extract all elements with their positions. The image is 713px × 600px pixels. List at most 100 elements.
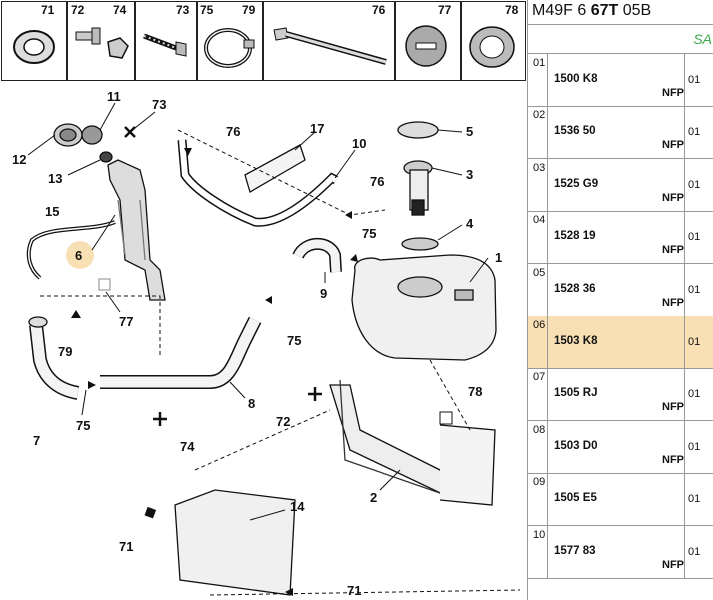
callout-75-b[interactable]: 75 (287, 333, 301, 348)
row-index: 06 (528, 316, 548, 368)
table-row[interactable]: 03 1525 G9 NFP 01 (528, 158, 713, 212)
callout-72[interactable]: 72 (276, 414, 290, 429)
column-header-row: SA (528, 24, 713, 54)
part-reference[interactable]: 1503 D0 (554, 439, 598, 452)
callout-74[interactable]: 74 (180, 439, 195, 454)
thumbnail-77[interactable]: 77 (395, 1, 461, 81)
column-divider (684, 54, 685, 106)
part-reference[interactable]: 1536 50 (554, 125, 596, 138)
callout-9[interactable]: 9 (320, 286, 327, 301)
callout-8[interactable]: 8 (248, 396, 255, 411)
callout-77[interactable]: 77 (119, 314, 133, 329)
row-index: 03 (528, 158, 548, 211)
thumbnail-number: 71 (41, 3, 55, 17)
thumbnail-76[interactable]: 76 (263, 1, 395, 81)
diagram-code-bold: 67T (590, 2, 619, 19)
thumbnail-number: 75 (200, 3, 214, 17)
part-reference[interactable]: 1505 E5 (554, 492, 597, 505)
row-index: 07 (528, 368, 548, 421)
callout-78[interactable]: 78 (468, 384, 482, 399)
table-row[interactable]: 10 1577 83 NFP 01 (528, 525, 713, 579)
thumbnail-71[interactable]: 71 (1, 1, 67, 81)
part-quantity: 01 (688, 336, 701, 348)
callout-3[interactable]: 3 (466, 167, 473, 182)
part-quantity: 01 (688, 74, 701, 86)
column-divider (684, 368, 685, 421)
part-reference[interactable]: 1528 36 (554, 282, 596, 295)
diagram-code-prefix: M49F 6 (532, 2, 591, 19)
thumbnail-number: 76 (372, 3, 386, 17)
callout-79[interactable]: 79 (58, 344, 72, 359)
callout-6[interactable]: 6 (75, 248, 82, 263)
callout-75-a[interactable]: 75 (76, 418, 90, 433)
diagram-code: M49F 6 67T 05B (528, 0, 713, 24)
part-status: NFP (662, 558, 684, 571)
fuel-system-drawing: 1 2 3 4 5 6 7 8 9 10 11 12 13 14 15 17 7… (12, 89, 521, 598)
table-row[interactable]: 09 1505 E5 01 (528, 473, 713, 527)
thumbnail-number: 74 (113, 3, 127, 17)
part-status: NFP (662, 296, 684, 309)
plug-icon (405, 25, 447, 67)
part-quantity: 01 (688, 283, 701, 296)
part-quantity: 01 (688, 545, 701, 558)
thumbnail-73[interactable]: 73 (135, 1, 197, 81)
part-quantity: 01 (688, 126, 701, 139)
column-divider (684, 473, 685, 526)
part-status: NFP (662, 87, 684, 99)
callout-71-a[interactable]: 71 (119, 539, 133, 554)
callout-76-b[interactable]: 76 (370, 174, 384, 189)
exploded-parts-diagram: 71 72 74 73 75 79 (0, 0, 527, 600)
part-quantity: 01 (688, 178, 701, 191)
row-index: 10 (528, 525, 548, 578)
callout-4[interactable]: 4 (466, 216, 474, 231)
part-reference[interactable]: 1528 19 (554, 230, 596, 243)
callout-labels: 1 2 3 4 5 6 7 8 9 10 11 12 13 14 15 17 7… (12, 89, 502, 598)
thumbnail-number: 77 (438, 3, 452, 17)
thumbnail-75-79[interactable]: 75 79 (197, 1, 263, 81)
callout-2[interactable]: 2 (370, 490, 377, 505)
part-reference[interactable]: 1525 G9 (554, 177, 599, 190)
callout-71-b[interactable]: 71 (347, 583, 361, 598)
parts-list-panel: M49F 6 67T 05B SA 01 1500 K8 NFP 01 02 1536 5… (527, 0, 713, 600)
part-reference[interactable]: 1503 K8 (554, 335, 598, 347)
callout-13[interactable]: 13 (48, 171, 62, 186)
callout-17[interactable]: 17 (310, 121, 324, 136)
callout-12[interactable]: 12 (12, 152, 26, 167)
callout-7[interactable]: 7 (33, 433, 40, 448)
callout-11[interactable]: 11 (107, 89, 121, 104)
column-divider (684, 525, 685, 578)
part-quantity: 01 (688, 388, 701, 401)
callout-15[interactable]: 15 (45, 204, 59, 219)
row-index: 09 (528, 473, 548, 526)
callout-76-a[interactable]: 76 (226, 124, 240, 139)
hose-clamp-icon (204, 28, 255, 68)
cable-tie-icon (273, 27, 387, 65)
thumbnail-72-74[interactable]: 72 74 (67, 1, 135, 81)
table-row[interactable]: 06 1503 K8 01 (528, 316, 713, 369)
callout-73[interactable]: 73 (152, 97, 166, 112)
column-divider (684, 106, 685, 159)
callout-14[interactable]: 14 (290, 499, 305, 514)
thumbnail-78[interactable]: 78 (461, 1, 526, 81)
part-status: NFP (662, 453, 684, 466)
part-quantity: 01 (688, 231, 701, 244)
column-divider (684, 158, 685, 211)
callout-1[interactable]: 1 (495, 250, 502, 265)
callout-75-c[interactable]: 75 (362, 226, 376, 241)
part-status: NFP (662, 191, 684, 204)
callout-10[interactable]: 10 (352, 136, 366, 151)
part-reference[interactable]: 1577 83 (554, 544, 596, 557)
callout-5[interactable]: 5 (466, 124, 473, 139)
row-index: 02 (528, 106, 548, 159)
part-quantity: 01 (688, 493, 701, 506)
part-reference[interactable]: 1500 K8 (554, 73, 598, 85)
column-divider (684, 263, 685, 316)
part-reference[interactable]: 1505 RJ (554, 387, 598, 400)
thumbnail-number: 73 (176, 3, 190, 17)
